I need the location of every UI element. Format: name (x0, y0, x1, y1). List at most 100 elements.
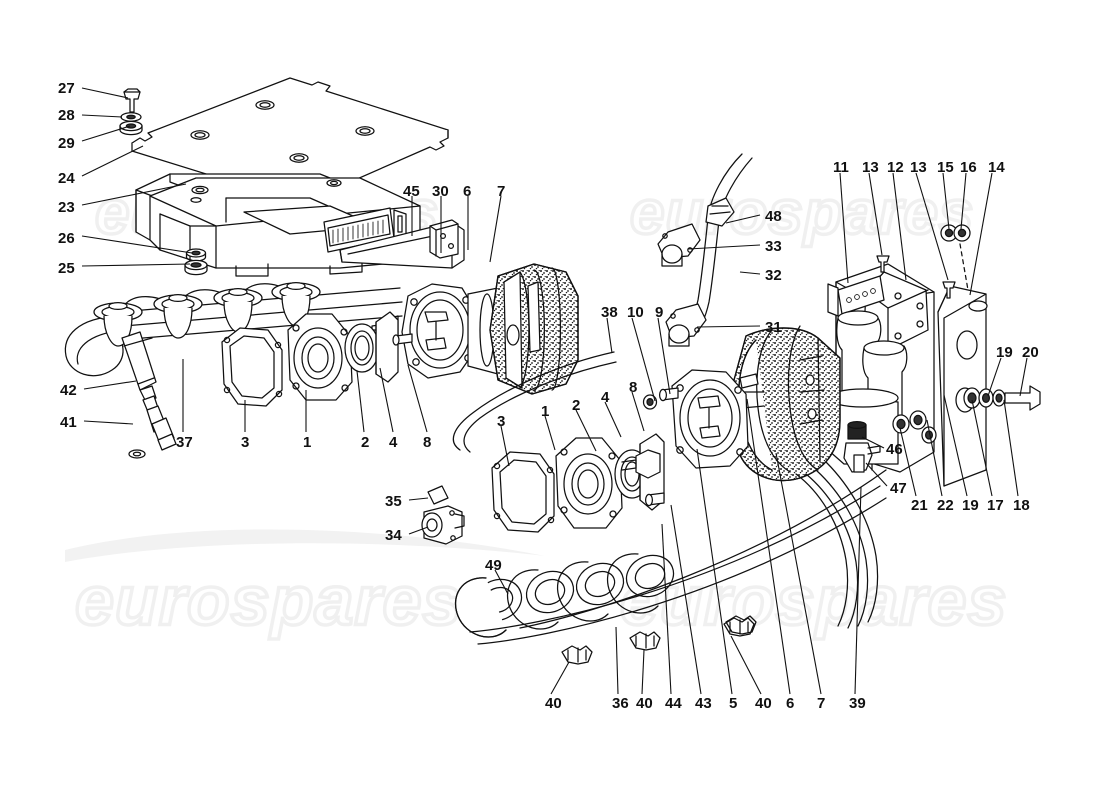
callout-number-13: 13 (862, 159, 879, 176)
callout-number-6: 6 (463, 183, 472, 200)
washer-16 (953, 224, 971, 242)
callout-number-40: 40 (545, 695, 562, 712)
callout-leader-9 (657, 317, 671, 395)
callout-number-36: 36 (612, 695, 629, 712)
hose-fitting-33 (657, 223, 701, 267)
lug-lower (621, 449, 661, 479)
watermark-text: eurospares (75, 562, 462, 640)
callout-number-40: 40 (755, 695, 772, 712)
callout-leader-16 (960, 172, 967, 230)
bolt-13b (942, 281, 956, 299)
callout-number-9: 9 (655, 304, 664, 321)
callout-number-44: 44 (665, 695, 682, 712)
callout-number-49: 49 (485, 557, 502, 574)
callout-number-19: 19 (962, 497, 979, 514)
washer-15 (940, 224, 958, 242)
dowel-pin-35 (427, 485, 449, 505)
callout-leader-21 (899, 427, 917, 497)
callout-number-15: 15 (937, 159, 954, 176)
callout-leader-15 (942, 172, 950, 230)
callout-number-1: 1 (303, 434, 312, 451)
callout-number-22: 22 (937, 497, 954, 514)
washer-17 (963, 387, 981, 409)
distributor-upper-cap-7 (489, 263, 579, 395)
harness-loop-38 (452, 351, 617, 453)
callout-number-12: 12 (887, 159, 904, 176)
callout-leader-24 (81, 145, 144, 177)
callout-leader-32 (739, 271, 761, 275)
distributor-lower-cap-7 (733, 325, 841, 482)
callout-leader-18 (1003, 399, 1019, 497)
callout-leader-49 (494, 569, 509, 595)
callout-number-4: 4 (601, 389, 610, 406)
callout-leader-17 (971, 399, 993, 497)
ecu-bolt-27 (123, 88, 141, 113)
hose-assembly-32 (657, 153, 753, 347)
callout-leader-40 (730, 635, 762, 695)
plug-boot (153, 293, 203, 339)
grommet-22 (909, 410, 927, 430)
callout-number-2: 2 (361, 434, 370, 451)
callout-leader-48 (725, 214, 761, 224)
plug-boot (556, 561, 625, 622)
watermark-swoosh (65, 529, 545, 562)
callout-number-29: 29 (58, 135, 75, 152)
callout-number-19: 19 (996, 344, 1013, 361)
distributor-lower-housing-6 (671, 369, 759, 469)
callout-number-10: 10 (627, 304, 644, 321)
callout-leader-38 (606, 317, 613, 354)
nut-25 (184, 259, 208, 276)
callout-leader-5 (696, 448, 733, 695)
callout-leader-12 (892, 172, 907, 281)
hose-fitting-31 (665, 303, 707, 347)
callout-leader-11 (839, 172, 849, 284)
callout-number-27: 27 (58, 80, 75, 97)
callout-number-7: 7 (817, 695, 826, 712)
callout-leader-23 (81, 183, 187, 206)
callout-leader-6 (746, 398, 791, 695)
ecu-body (135, 173, 421, 277)
callout-number-32: 32 (765, 267, 782, 284)
callout-leader-2 (575, 409, 597, 452)
coil-module-30 (429, 219, 459, 259)
callout-number-40: 40 (636, 695, 653, 712)
callout-number-20: 20 (1022, 344, 1039, 361)
callout-leader-13 (868, 172, 883, 256)
callout-number-34: 34 (385, 527, 402, 544)
callout-leader-8 (631, 391, 645, 432)
callout-leader-35 (408, 497, 429, 501)
bolt-20 (1004, 385, 1041, 411)
callout-leader-14 (969, 172, 993, 296)
callout-number-2: 2 (572, 397, 581, 414)
callout-number-23: 23 (58, 199, 75, 216)
callout-number-18: 18 (1013, 497, 1030, 514)
callout-number-21: 21 (911, 497, 928, 514)
lower-plug-lead-set-49 (454, 469, 887, 645)
callout-leader-4 (604, 401, 622, 438)
sensor-34 (421, 505, 465, 545)
callout-leader-1 (544, 415, 556, 451)
callout-number-14: 14 (988, 159, 1005, 176)
callout-number-25: 25 (58, 260, 75, 277)
sensor-46 (847, 420, 867, 440)
distributor-flange-1-lower (555, 437, 623, 529)
callout-number-30: 30 (432, 183, 449, 200)
callout-leader-10 (631, 317, 656, 402)
callout-leader-33 (687, 244, 761, 250)
callout-number-5: 5 (729, 695, 738, 712)
plug-leads-bundle (795, 461, 879, 629)
callout-leader-40 (641, 649, 645, 695)
callout-leader-44 (661, 523, 672, 695)
callout-number-31: 31 (765, 319, 782, 336)
callout-number-26: 26 (58, 230, 75, 247)
callout-number-46: 46 (886, 441, 903, 458)
callout-leader-28 (81, 114, 123, 118)
callout-leader-8 (407, 364, 428, 433)
bolt-8-lower (644, 492, 665, 507)
spacer-4-upper (375, 311, 399, 383)
cable-clip-40a (561, 645, 593, 665)
plug-boot (506, 569, 575, 630)
callout-leader-34 (408, 526, 429, 535)
callout-leader-41 (83, 420, 134, 425)
